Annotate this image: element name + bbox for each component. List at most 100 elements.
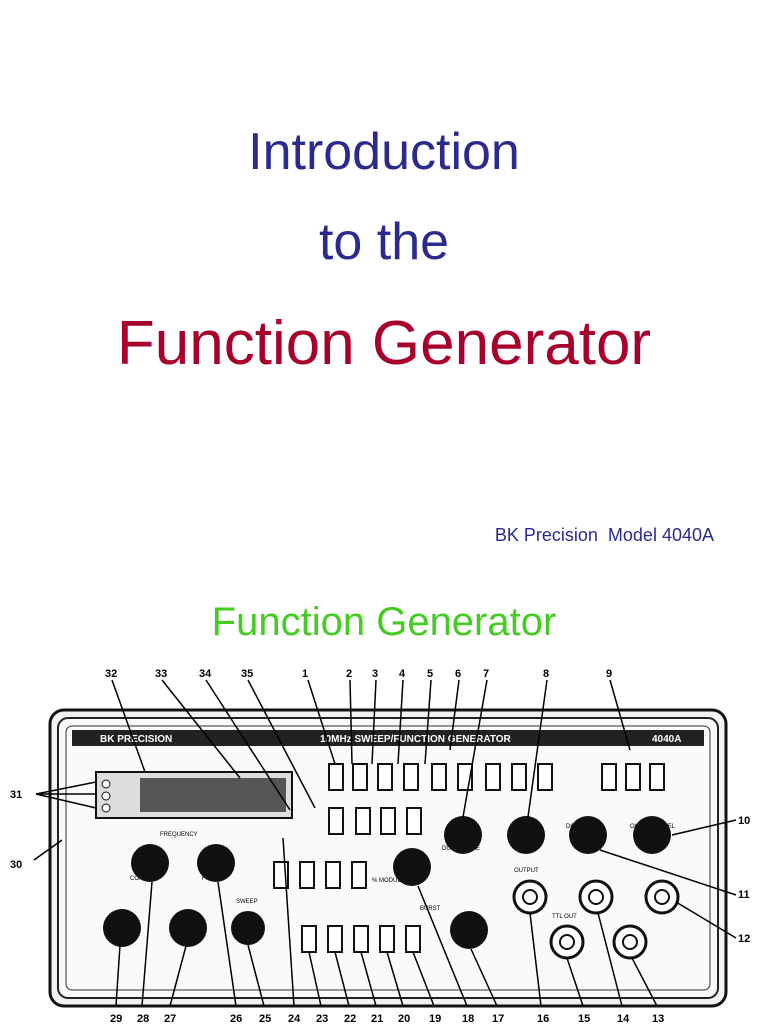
modulation-button-4[interactable] bbox=[351, 861, 367, 889]
output-level-knob[interactable] bbox=[633, 816, 671, 854]
display-led-gate bbox=[101, 803, 111, 813]
callout-9: 9 bbox=[606, 668, 612, 680]
waveform-button-sine[interactable] bbox=[601, 763, 617, 791]
waveform-button-triangle[interactable] bbox=[649, 763, 665, 791]
burst-button-5[interactable] bbox=[405, 925, 421, 953]
callout-20: 20 bbox=[398, 1013, 410, 1024]
callout-33: 33 bbox=[155, 668, 167, 680]
callout-16: 16 bbox=[537, 1013, 549, 1024]
callout-24: 24 bbox=[288, 1013, 301, 1024]
callout-leader-lines bbox=[33, 679, 737, 1007]
callouts-left: 31 30 bbox=[10, 789, 22, 871]
diagram-slide: Function Generator 32 33 34 35 1 2 3 4 5… bbox=[0, 560, 768, 1024]
burst-width-knob[interactable] bbox=[450, 911, 488, 949]
callout-23: 23 bbox=[316, 1013, 328, 1024]
dc-offset-knob[interactable] bbox=[569, 816, 607, 854]
callout-34: 34 bbox=[199, 668, 212, 680]
burst-button-3[interactable] bbox=[353, 925, 369, 953]
duty-cycle-knob[interactable] bbox=[444, 816, 482, 854]
callout-17: 17 bbox=[492, 1013, 504, 1024]
ttl-out-label: TTL OUT bbox=[552, 914, 577, 920]
push-button-5[interactable] bbox=[431, 763, 447, 791]
push-button-7[interactable] bbox=[485, 763, 501, 791]
sweep-rate-knob[interactable] bbox=[169, 909, 207, 947]
ttl-level-knob[interactable] bbox=[507, 816, 545, 854]
callout-22: 22 bbox=[344, 1013, 356, 1024]
callout-7: 7 bbox=[483, 668, 489, 680]
panel-brand-label: BK PRECISION bbox=[100, 734, 172, 745]
modulation-knob[interactable] bbox=[393, 848, 431, 886]
callouts-bottom: 29 28 27 26 25 24 23 22 21 20 19 18 17 1… bbox=[110, 1013, 664, 1024]
callout-4: 4 bbox=[399, 668, 406, 680]
burst-button-2[interactable] bbox=[327, 925, 343, 953]
modulation-button-2[interactable] bbox=[299, 861, 315, 889]
display-led-hz bbox=[101, 791, 111, 801]
callout-21: 21 bbox=[371, 1013, 383, 1024]
burst-button-4[interactable] bbox=[379, 925, 395, 953]
callout-12: 12 bbox=[738, 933, 750, 945]
panel-model-number: 4040A bbox=[652, 734, 681, 745]
fine-knob[interactable] bbox=[197, 844, 235, 882]
modulation-label: % MODULATION bbox=[372, 878, 419, 884]
callout-19: 19 bbox=[429, 1013, 441, 1024]
title-line-introduction: Introduction bbox=[248, 123, 520, 181]
output-label: OUTPUT bbox=[514, 868, 539, 874]
push-button-8[interactable] bbox=[511, 763, 527, 791]
range-button-2[interactable] bbox=[355, 807, 371, 835]
burst-button-1[interactable] bbox=[301, 925, 317, 953]
push-button-9[interactable] bbox=[537, 763, 553, 791]
sweep-width-knob[interactable] bbox=[103, 909, 141, 947]
burst-label: BURST bbox=[420, 906, 441, 912]
callout-14: 14 bbox=[617, 1013, 630, 1024]
callout-18: 18 bbox=[462, 1013, 474, 1024]
range-button-3[interactable] bbox=[380, 807, 396, 835]
modulation-button-3[interactable] bbox=[325, 861, 341, 889]
sweep-section-label: SWEEP bbox=[236, 899, 258, 905]
callout-32: 32 bbox=[105, 668, 117, 680]
sweep-start-knob[interactable] bbox=[231, 911, 265, 945]
callout-28: 28 bbox=[137, 1013, 149, 1024]
push-button-1[interactable] bbox=[328, 763, 344, 791]
callout-6: 6 bbox=[455, 668, 461, 680]
panel-face bbox=[65, 725, 711, 991]
function-buttons-row bbox=[328, 763, 665, 791]
push-button-2[interactable] bbox=[352, 763, 368, 791]
front-panel-diagram: 32 33 34 35 1 2 3 4 5 6 7 8 9 10 11 12 3… bbox=[10, 668, 750, 1024]
title-line-function-generator: Function Generator bbox=[116, 309, 652, 378]
callout-35: 35 bbox=[241, 668, 253, 680]
callout-2: 2 bbox=[346, 668, 352, 680]
modulation-buttons-row bbox=[273, 861, 367, 889]
frequency-section-label: FREQUENCY bbox=[160, 832, 198, 838]
callout-29: 29 bbox=[110, 1013, 122, 1024]
callout-26: 26 bbox=[230, 1013, 242, 1024]
callout-3: 3 bbox=[372, 668, 378, 680]
display-led-khz bbox=[101, 779, 111, 789]
callout-31: 31 bbox=[10, 789, 22, 801]
diagram-slide-title: Function Generator bbox=[211, 600, 557, 644]
callout-27: 27 bbox=[164, 1013, 176, 1024]
range-buttons-row bbox=[328, 807, 422, 835]
callout-13: 13 bbox=[652, 1013, 664, 1024]
callout-10: 10 bbox=[738, 815, 750, 827]
burst-buttons-row bbox=[301, 925, 421, 953]
coarse-knob[interactable] bbox=[131, 844, 169, 882]
push-button-4[interactable] bbox=[403, 763, 419, 791]
knobs bbox=[103, 816, 671, 949]
bnc-connectors bbox=[512, 879, 680, 960]
title-slide: Introduction to the Function Generator B… bbox=[116, 123, 714, 545]
waveform-button-square[interactable] bbox=[625, 763, 641, 791]
callout-25: 25 bbox=[259, 1013, 271, 1024]
callout-5: 5 bbox=[427, 668, 433, 680]
frequency-display-digits bbox=[140, 778, 286, 812]
callout-11: 11 bbox=[738, 889, 750, 901]
subtitle-model: BK Precision Model 4040A bbox=[494, 525, 714, 545]
callouts-top: 32 33 34 35 1 2 3 4 5 6 7 8 9 bbox=[105, 668, 612, 680]
range-button-4[interactable] bbox=[406, 807, 422, 835]
panel-header-strip bbox=[72, 730, 704, 746]
push-button-3[interactable] bbox=[377, 763, 393, 791]
callout-8: 8 bbox=[543, 668, 549, 680]
range-button-1[interactable] bbox=[328, 807, 344, 835]
title-line-to-the: to the bbox=[318, 213, 450, 271]
callout-15: 15 bbox=[578, 1013, 590, 1024]
panel-model-title: 10MHz SWEEP/FUNCTION GENERATOR bbox=[320, 734, 512, 745]
